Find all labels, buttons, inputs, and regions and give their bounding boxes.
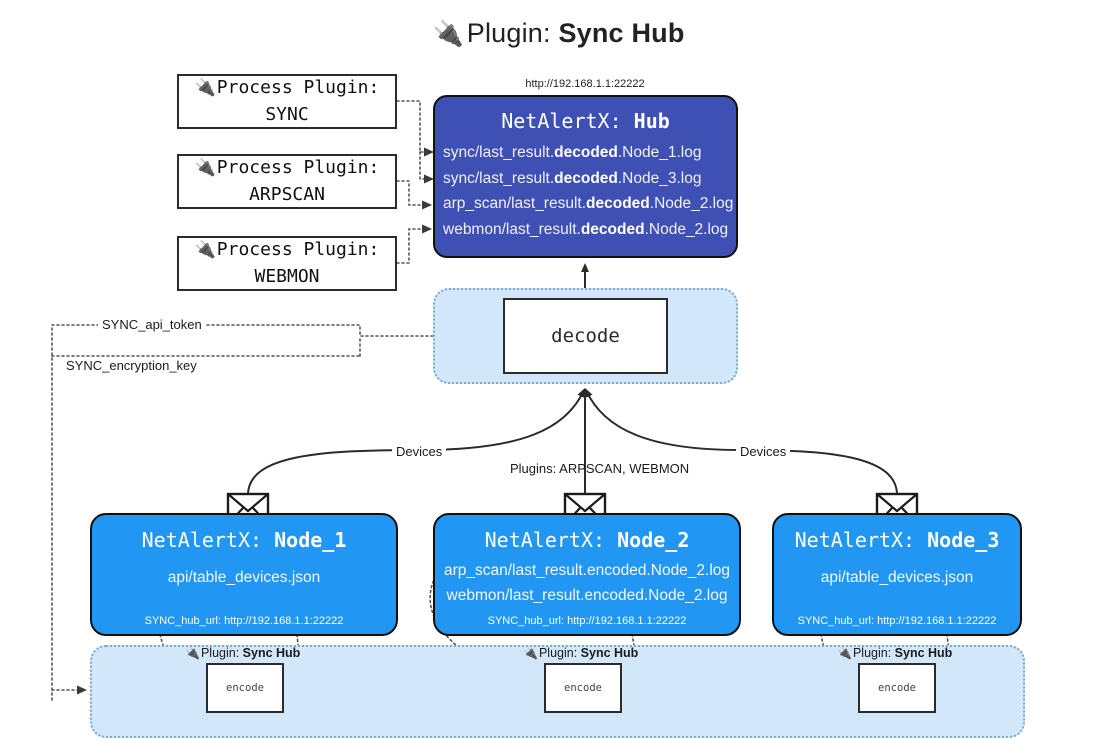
hub-title-name: Hub	[633, 109, 670, 133]
edge-label-right-devices: Devices	[736, 444, 791, 459]
node-title: NetAlertX: Node_3	[774, 528, 1020, 552]
node-title-prefix: NetAlertX:	[141, 528, 263, 552]
process-plugin-sync-label: Process Plugin:	[216, 77, 380, 99]
encode-box-node-1[interactable]: encode	[206, 663, 284, 713]
netalertx-node-1[interactable]: NetAlertX: Node_1 api/table_devices.json…	[90, 513, 398, 636]
encoder-tag-prefix-3: Plugin:	[852, 646, 892, 660]
plug-icon: 🔌	[194, 240, 216, 261]
plug-icon: 🔌	[194, 158, 216, 179]
node-artifact-line: webmon/last_result.encoded.Node_2.log	[446, 586, 728, 604]
hub-log-line: sync/last_result.decoded.Node_1.log	[435, 140, 736, 166]
hub-log-pre: sync/last_result.	[443, 169, 555, 187]
hub-log-bold: decoded	[586, 195, 650, 213]
edge-node1-to-decode	[247, 388, 585, 496]
process-plugin-arpscan[interactable]: 🔌Process Plugin: ARPSCAN	[177, 154, 397, 209]
hub-log-bold: decoded	[554, 169, 618, 187]
edge-sync-to-hub1	[396, 100, 434, 157]
netalertx-node-2[interactable]: NetAlertX: Node_2 arp_scan/last_result.e…	[433, 513, 741, 636]
edge-label-left-devices: Devices	[392, 444, 447, 459]
process-plugin-sync[interactable]: 🔌Process Plugin: SYNC	[177, 74, 397, 129]
encoder-plugin-tag-1: 🔌Plugin: Sync Hub	[185, 646, 300, 660]
process-plugin-webmon-label: Process Plugin:	[216, 239, 380, 261]
hub-log-post: .Node_2.log	[644, 220, 729, 238]
node-title-name: Node_3	[927, 528, 1000, 552]
process-plugin-arpscan-label: Process Plugin:	[216, 157, 380, 179]
hub-log-line: webmon/last_result.decoded.Node_2.log	[435, 217, 736, 243]
netalertx-node-3[interactable]: NetAlertX: Node_3 api/table_devices.json…	[772, 513, 1022, 636]
process-plugin-webmon-value: WEBMON	[254, 265, 320, 287]
edge-node3-to-decode	[585, 388, 898, 496]
node-footer: SYNC_hub_url: http://192.168.1.1:22222	[144, 615, 344, 627]
decode-box[interactable]: decode	[503, 298, 668, 374]
config-label-encryption-key: SYNC_encryption_key	[62, 358, 201, 373]
hub-log-line: arp_scan/last_result.decoded.Node_2.log	[435, 191, 736, 217]
edge-sync-to-hub2	[419, 151, 434, 184]
node-title-name: Node_1	[274, 528, 347, 552]
node-title: NetAlertX: Node_2	[435, 528, 739, 552]
encoder-tag-name-2: Sync Hub	[580, 646, 639, 660]
hub-url-label: http://192.168.1.1:22222	[525, 78, 645, 90]
node-artifact-line: api/table_devices.json	[820, 569, 974, 586]
node-footer: SYNC_hub_url: http://192.168.1.1:22222	[797, 615, 997, 627]
hub-log-pre: webmon/last_result.	[443, 220, 581, 238]
encoder-tag-prefix-1: Plugin:	[200, 646, 240, 660]
encoder-plugin-tag-3: 🔌Plugin: Sync Hub	[837, 646, 952, 660]
plug-icon: 🔌	[432, 20, 464, 48]
edge-webmon-to-hub	[396, 224, 432, 264]
plug-icon: 🔌	[837, 646, 852, 660]
process-plugin-sync-value: SYNC	[265, 103, 309, 125]
page-title-prefix: Plugin:	[466, 18, 551, 48]
page-title: 🔌Plugin: Sync Hub	[0, 18, 1117, 49]
hub-title: NetAlertX: Hub	[435, 109, 736, 133]
encode-box-node-2[interactable]: encode	[544, 663, 622, 713]
edge-label-center-plugins: Plugins: ARPSCAN, WEBMON	[510, 461, 690, 476]
hub-log-line: sync/last_result.decoded.Node_3.log	[435, 166, 736, 192]
plug-icon: 🔌	[194, 78, 216, 99]
plug-icon: 🔌	[523, 646, 538, 660]
config-label-api-token: SYNC_api_token	[98, 317, 206, 332]
node-artifact-line: arp_scan/last_result.encoded.Node_2.log	[443, 562, 731, 579]
hub-node[interactable]: NetAlertX: Hub sync/last_result.decoded.…	[433, 95, 738, 258]
encoder-plugin-tag-2: 🔌Plugin: Sync Hub	[523, 646, 638, 660]
hub-log-post: .Node_2.log	[649, 195, 734, 213]
node-title-prefix: NetAlertX:	[794, 528, 916, 552]
hub-log-pre: sync/last_result.	[443, 144, 555, 161]
process-plugin-webmon[interactable]: 🔌Process Plugin: WEBMON	[177, 236, 397, 291]
hub-log-post: .Node_3.log	[617, 169, 702, 187]
node-title: NetAlertX: Node_1	[92, 528, 396, 552]
hub-log-bold: decoded	[580, 220, 645, 238]
plug-icon: 🔌	[185, 646, 200, 660]
encoder-tag-name-3: Sync Hub	[894, 646, 953, 660]
hub-log-post: .Node_1.log	[617, 144, 702, 161]
node-artifact-line: api/table_devices.json	[167, 569, 321, 586]
node-title-name: Node_2	[617, 528, 690, 552]
encoder-tag-prefix-2: Plugin:	[538, 646, 578, 660]
node-title-prefix: NetAlertX:	[484, 528, 606, 552]
hub-log-pre: arp_scan/last_result.	[443, 195, 587, 213]
page-title-name: Sync Hub	[558, 18, 685, 48]
hub-title-prefix: NetAlertX:	[501, 109, 622, 133]
node-footer: SYNC_hub_url: http://192.168.1.1:22222	[487, 615, 687, 627]
process-plugin-arpscan-value: ARPSCAN	[249, 183, 325, 205]
hub-log-bold: decoded	[554, 144, 618, 161]
encoder-tag-name-1: Sync Hub	[242, 646, 301, 660]
encode-box-node-3[interactable]: encode	[858, 663, 936, 713]
edge-arpscan-to-hub	[396, 180, 432, 210]
